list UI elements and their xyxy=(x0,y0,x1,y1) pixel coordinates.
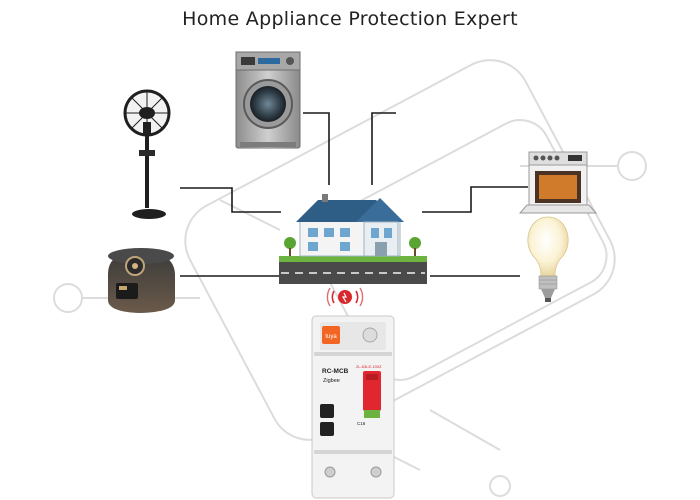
wireless-signal-icon xyxy=(326,287,364,307)
light-bulb-icon xyxy=(527,216,569,302)
stand-fan-icon xyxy=(123,89,171,219)
protocol-label: Zigbee xyxy=(323,378,340,384)
breaker-toggle[interactable] xyxy=(363,371,381,411)
test-button[interactable] xyxy=(320,404,334,418)
smart-breaker-icon: tuya RC-MCB Zigbee 2L-63LE-100Z C16 xyxy=(311,315,395,499)
spec-label: 2L-63LE-100Z xyxy=(356,364,382,369)
line-fan xyxy=(180,187,281,213)
washing-machine-icon xyxy=(235,51,301,149)
page-title: Home Appliance Protection Expert xyxy=(182,8,518,30)
connection-lines xyxy=(180,112,528,277)
oven-icon xyxy=(518,151,598,214)
line-washing-machine xyxy=(303,112,330,185)
reset-button[interactable] xyxy=(320,422,334,436)
line-oven xyxy=(422,186,528,213)
rating-label: C16 xyxy=(357,421,366,426)
house-icon xyxy=(279,194,427,284)
tuya-badge xyxy=(322,326,340,344)
model-label: RC-MCB xyxy=(322,368,349,375)
rice-cooker-icon xyxy=(108,248,175,313)
brand-label: tuya xyxy=(325,334,337,340)
line-top-right xyxy=(371,112,396,185)
